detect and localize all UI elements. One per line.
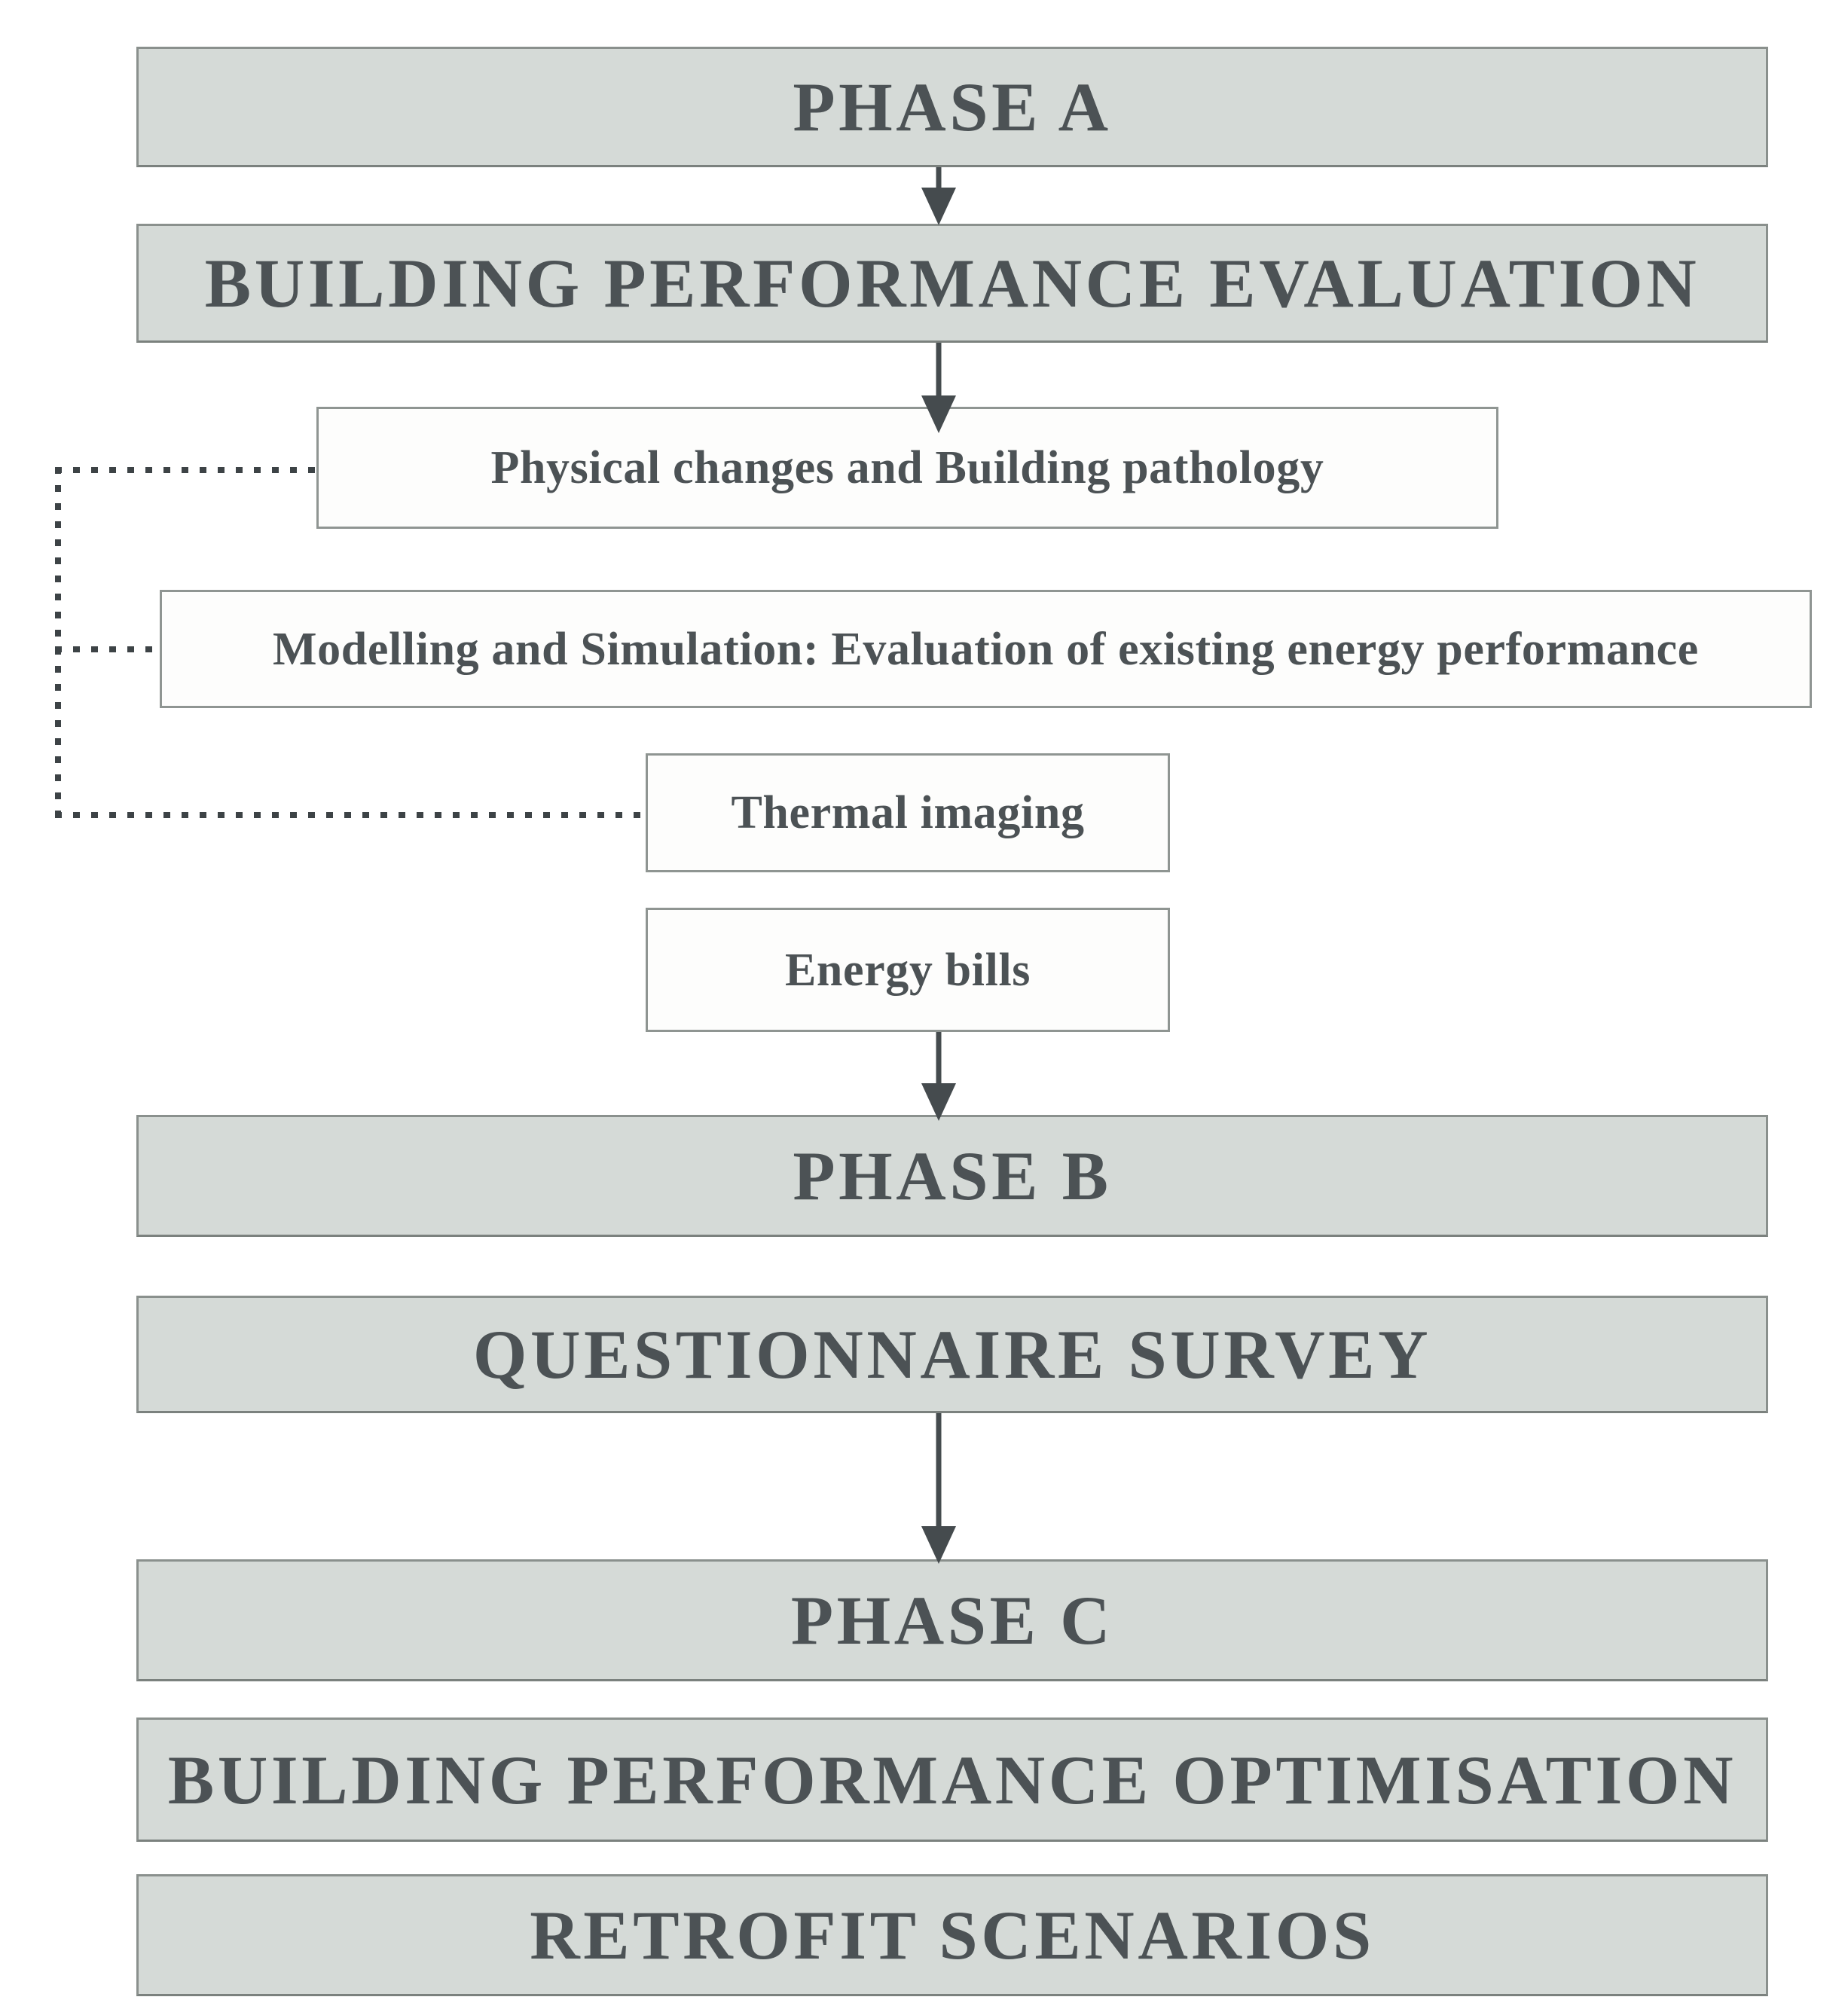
node-label: RETROFIT SCENARIOS [530,1897,1375,1974]
dotted-connector-to-modelling-simulation [55,646,161,652]
arrow-head-icon [921,1526,956,1564]
node-label: Modelling and Simulation: Evaluation of … [273,623,1699,675]
arrow-head-icon [921,395,956,433]
node-phase-b: PHASE B [136,1115,1768,1237]
node-phase-a: PHASE A [136,47,1768,167]
arrow-head-icon [921,188,956,225]
node-label: BUILDING PERFORMANCE OPTIMISATION [167,1741,1737,1818]
arrow-energy-bills-to-phase-b [921,1032,957,1121]
node-physical-changes: Physical changes and Building pathology [316,407,1498,529]
node-label: QUESTIONNAIRE SURVEY [472,1316,1432,1393]
node-questionnaire-survey: QUESTIONNAIRE SURVEY [136,1296,1768,1413]
node-energy-bills: Energy bills [646,908,1170,1032]
dotted-connector-vertical [55,467,61,821]
dotted-connector-to-physical-changes [55,467,318,473]
node-phase-c: PHASE C [136,1559,1768,1681]
dotted-connector-to-thermal-imaging [55,812,647,818]
node-thermal-imaging: Thermal imaging [646,753,1170,872]
node-building-performance-optimisation: BUILDING PERFORMANCE OPTIMISATION [136,1718,1768,1842]
node-label: Energy bills [784,944,1031,996]
node-label: PHASE C [790,1582,1114,1659]
arrow-head-icon [921,1083,956,1121]
node-label: Thermal imaging [731,787,1085,838]
node-building-performance-evaluation: BUILDING PERFORMANCE EVALUATION [136,224,1768,343]
node-label: Physical changes and Building pathology [490,442,1324,493]
arrow-shaft [936,1413,942,1531]
arrow-questionnaire-survey-to-phase-c [921,1413,957,1564]
node-label: PHASE A [793,69,1112,145]
node-retrofit-scenarios: RETROFIT SCENARIOS [136,1874,1768,1996]
arrow-shaft [936,167,942,192]
arrow-shaft [936,1032,942,1088]
arrow-phase-a-to-building-performance-evaluation [921,167,957,225]
arrow-shaft [936,343,942,400]
node-modelling-simulation: Modelling and Simulation: Evaluation of … [160,590,1812,708]
arrow-bpe-to-physical-changes [921,343,957,433]
node-label: PHASE B [793,1137,1112,1214]
node-label: BUILDING PERFORMANCE EVALUATION [204,245,1700,322]
